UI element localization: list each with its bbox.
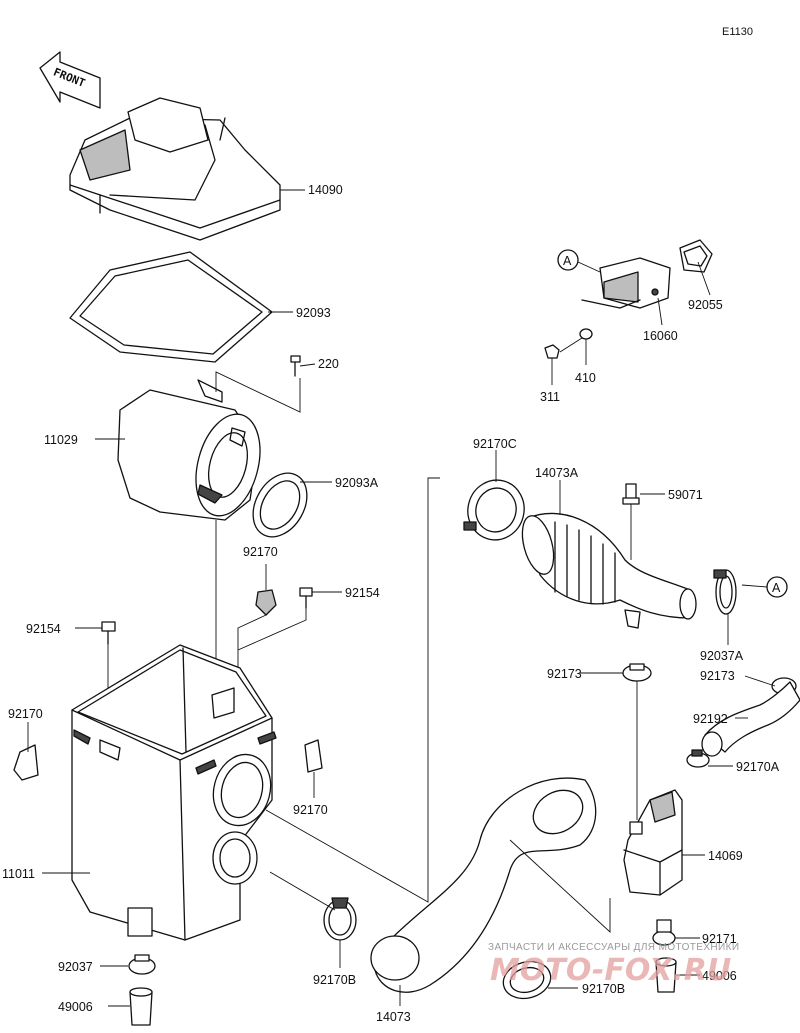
clamp-92037[interactable] (128, 954, 156, 975)
air-cleaner-cover[interactable] (69, 97, 281, 241)
clamp-92170B-bottom[interactable] (499, 956, 555, 1003)
label-410: 410 (575, 371, 596, 385)
clamp-92170B-mid[interactable] (323, 897, 357, 941)
hose-92192[interactable] (701, 681, 800, 757)
label-220: 220 (318, 357, 339, 371)
label-92170-left: 92170 (8, 707, 43, 721)
clamp-92171[interactable] (652, 919, 676, 946)
label-14090: 14090 (308, 183, 343, 197)
label-14073: 14073 (376, 1010, 411, 1024)
label-92170-top: 92170 (243, 545, 278, 559)
fitting-59071[interactable] (622, 483, 640, 505)
label-16060: 16060 (643, 329, 678, 343)
clip-92170-top[interactable] (255, 589, 277, 616)
air-cleaner-housing[interactable] (71, 644, 278, 941)
drain-tank-14069[interactable] (623, 789, 683, 896)
label-49006-right: 49006 (702, 969, 737, 983)
watermark-text: ЗАПЧАСТИ И АКСЕССУАРЫ ДЛЯ МОТОТЕХНИКИ (488, 942, 739, 953)
clamp-92170C[interactable] (461, 474, 531, 546)
label-92154-right: 92154 (345, 586, 380, 600)
label-14069: 14069 (708, 849, 743, 863)
cap-49006-right[interactable] (655, 957, 677, 993)
label-49006-left: 49006 (58, 1000, 93, 1014)
label-92055: 92055 (688, 298, 723, 312)
label-59071: 59071 (668, 488, 703, 502)
duct-14073[interactable] (370, 777, 597, 993)
label-92170-mid: 92170 (293, 803, 328, 817)
label-92171: 92171 (702, 932, 737, 946)
label-92170C: 92170C (473, 437, 517, 451)
label-11029: 11029 (44, 433, 78, 447)
label-92170A: 92170A (736, 760, 780, 774)
clip-92170-left[interactable] (13, 744, 39, 781)
diagram-code: E1130 (722, 26, 753, 38)
bolt-220[interactable] (290, 355, 301, 377)
label-11011: 11011 (2, 867, 35, 881)
gasket-92055[interactable] (679, 239, 713, 273)
bolt-92154-left[interactable] (101, 621, 116, 645)
svg-text:A: A (772, 581, 781, 595)
duct-14073A[interactable] (517, 512, 697, 629)
label-311: 311 (540, 390, 560, 404)
leader-lines (27, 189, 776, 1007)
ref-a-right: A (766, 576, 788, 598)
ring-seal-92093A[interactable] (242, 464, 318, 547)
cap-49006-left[interactable] (129, 987, 153, 1026)
clip-92170-mid[interactable] (304, 739, 323, 773)
label-92170B-mid: 92170B (313, 973, 356, 987)
label-92192: 92192 (693, 712, 728, 726)
label-92173-left: 92173 (547, 667, 582, 681)
label-92173-right: 92173 (700, 669, 735, 683)
gasket-92093[interactable] (69, 251, 273, 363)
ref-a-top: A (557, 249, 579, 271)
label-92093: 92093 (296, 306, 331, 320)
intake-16060[interactable] (581, 257, 671, 309)
front-arrow: FRONT (39, 51, 101, 109)
label-14073A: 14073A (535, 466, 579, 480)
bolt-92154-right[interactable] (299, 587, 313, 609)
label-92037: 92037 (58, 960, 93, 974)
label-92093A: 92093A (335, 476, 379, 490)
filter-element[interactable] (117, 379, 270, 523)
clip-92170A[interactable] (686, 749, 710, 768)
label-92154-left: 92154 (26, 622, 61, 636)
clamp-92173-left[interactable] (622, 663, 652, 682)
label-92170B-bottom: 92170B (582, 982, 625, 996)
clamp-92037A[interactable] (713, 569, 737, 615)
nut-311[interactable] (544, 344, 560, 359)
washer-410[interactable] (579, 328, 593, 340)
watermark-logo: MOTO-FOX.RU (490, 953, 731, 988)
svg-text:A: A (563, 254, 572, 268)
label-92037A: 92037A (700, 649, 744, 663)
